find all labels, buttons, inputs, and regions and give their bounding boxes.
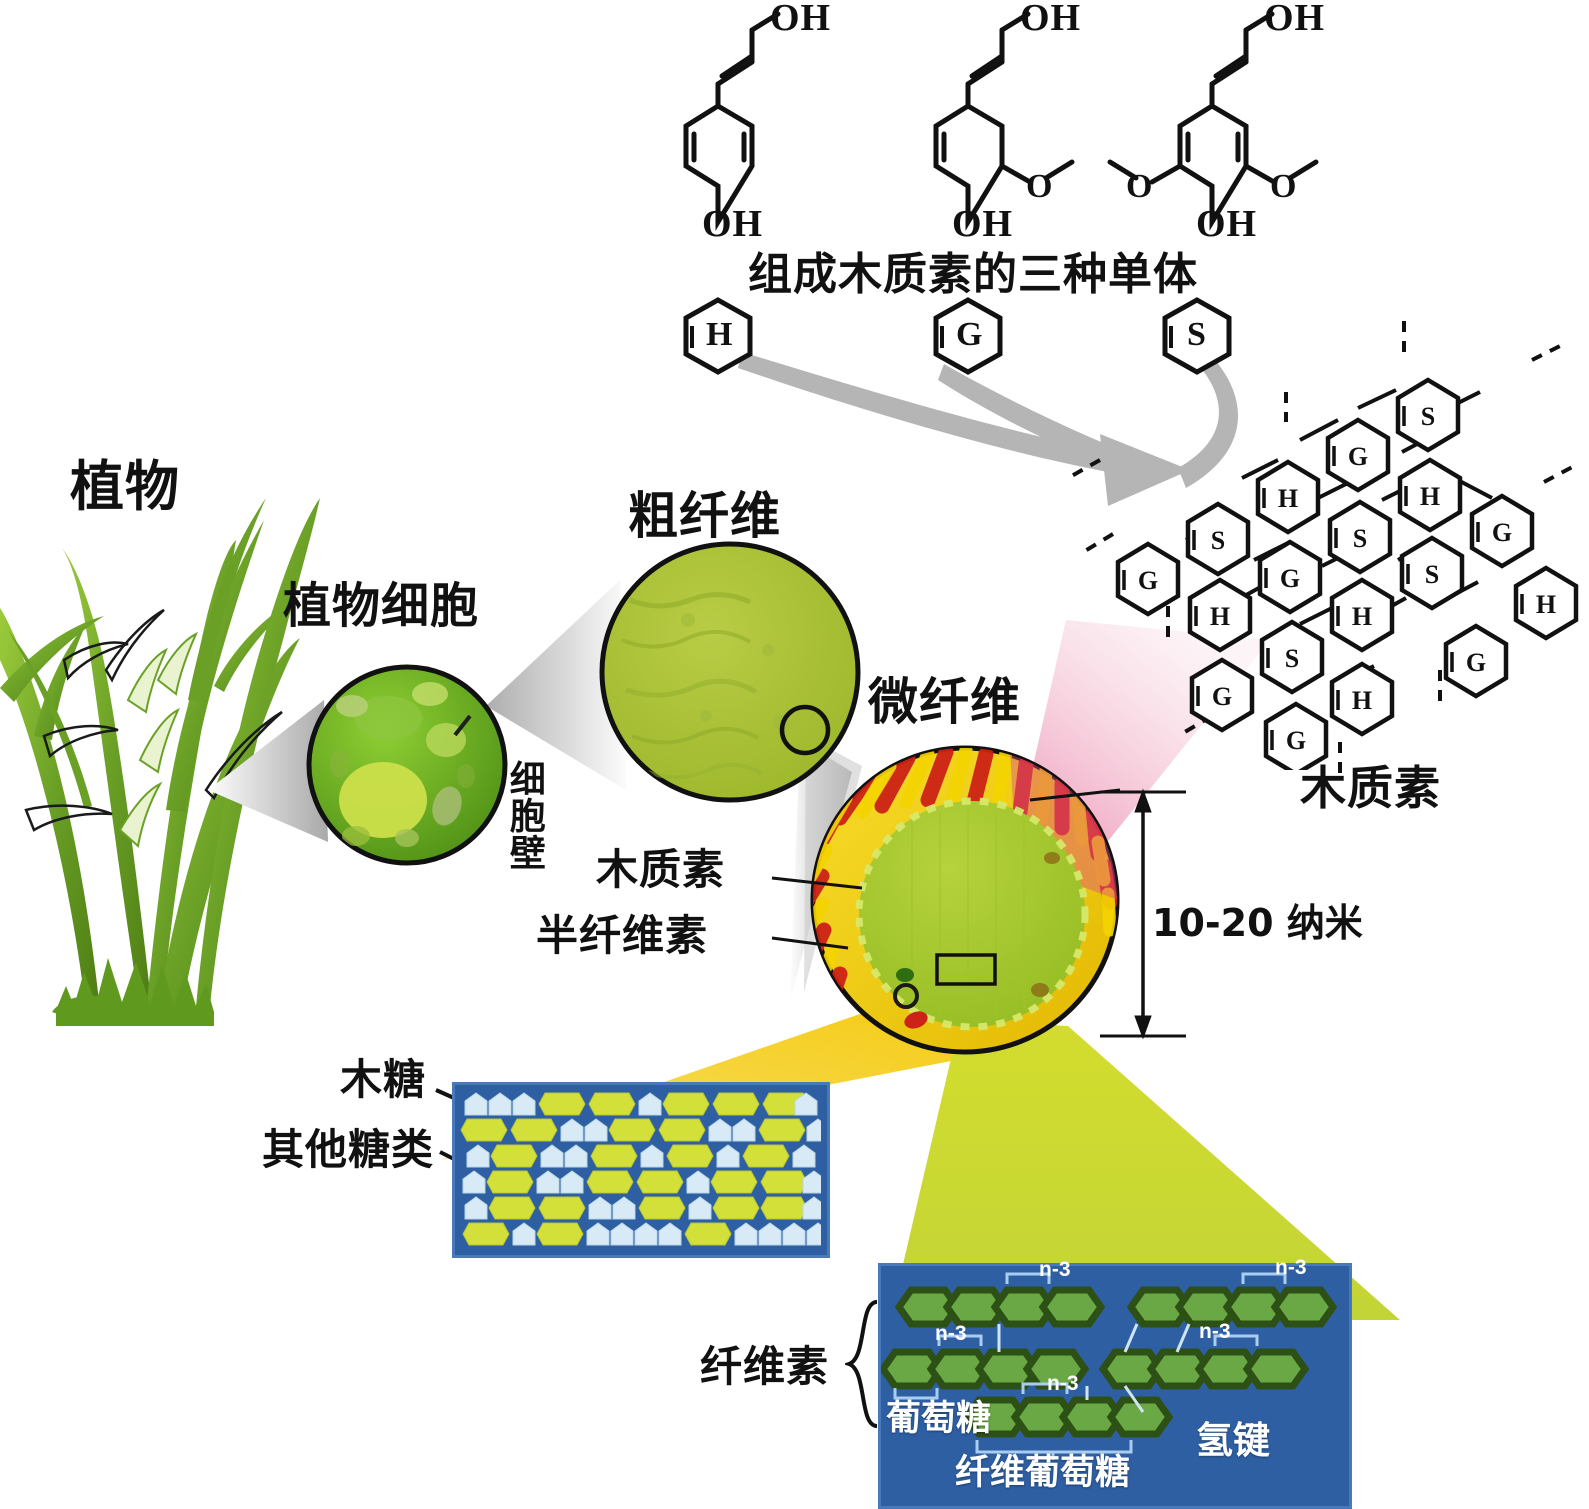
svg-text:S: S	[1211, 526, 1225, 555]
fiber-zoom-marker	[779, 704, 831, 756]
repeat-label-2: n-3	[1275, 1256, 1307, 1279]
coarse-fiber-circle	[599, 541, 861, 803]
oh-label-s-top: OH	[1264, 0, 1326, 39]
plant-cell-label: 植物细胞	[283, 578, 480, 634]
cellulose-label: 纤维素	[700, 1342, 830, 1391]
hemicellulose-panel	[452, 1082, 830, 1258]
xylose-label: 木糖	[340, 1055, 427, 1104]
coarse-fiber-label: 粗纤维	[628, 487, 781, 545]
hemicellulose-sugars	[460, 1092, 821, 1246]
plant-label: 植物	[70, 455, 180, 518]
repeat-label-4: n-3	[1199, 1320, 1231, 1343]
cone-cell-to-fiber	[486, 580, 626, 790]
cellobiose-label: 纤维葡萄糖	[955, 1453, 1131, 1493]
svg-text:G: G	[1466, 648, 1486, 677]
microfiber-label: 微纤维	[868, 673, 1021, 731]
svg-text:G: G	[1286, 726, 1306, 755]
svg-text:H: H	[1352, 686, 1372, 715]
svg-text:G: G	[1492, 518, 1512, 547]
cellulose-brace	[845, 1300, 878, 1428]
svg-text:G: G	[1348, 442, 1368, 471]
repeat-label-5: n-3	[1047, 1372, 1079, 1395]
hydrogen-bond-label: 氢键	[1196, 1419, 1270, 1462]
oh-label-h-bottom: OH	[702, 203, 764, 245]
repeat-label-1: n-3	[1039, 1258, 1071, 1281]
repeat-label-3: n-3	[935, 1322, 967, 1345]
svg-text:H: H	[1536, 590, 1556, 619]
svg-text:H: H	[1352, 602, 1372, 631]
hemicellulose-callout-label: 半纤维素	[536, 911, 709, 960]
glucose-label: 葡萄糖	[886, 1399, 992, 1439]
plant-illustration	[0, 498, 320, 1026]
unit-hexagon-g: G	[956, 316, 984, 353]
oh-label-h-top: OH	[770, 0, 832, 39]
assembly-arrows	[738, 352, 1239, 506]
microfibril-cross-section	[771, 745, 1121, 1055]
wedge-to-cellulose	[890, 1020, 1400, 1320]
core-zoom-marker	[935, 953, 997, 986]
svg-text:S: S	[1353, 524, 1367, 553]
monomer-caption: 组成木质素的三种单体	[748, 249, 1198, 300]
monomer-unit-hexagons	[683, 297, 1232, 375]
oh-label-g-top: OH	[1020, 0, 1082, 39]
svg-text:H: H	[1278, 484, 1298, 513]
svg-text:S: S	[1285, 644, 1299, 673]
cone-plant-to-cell	[208, 700, 328, 842]
svg-text:S: S	[1425, 560, 1439, 589]
monomer-structure-h	[683, 11, 781, 231]
svg-text:G: G	[1212, 682, 1232, 711]
svg-text:G: G	[1138, 566, 1158, 595]
unit-hexagon-s: S	[1187, 316, 1207, 353]
unit-hexagon-h: H	[706, 316, 734, 353]
plant-cell-circle	[306, 664, 508, 866]
monomer-structure-g	[933, 11, 1075, 231]
svg-text:H: H	[1210, 602, 1230, 631]
oh-label-g-bottom: OH	[952, 203, 1014, 245]
svg-text:H: H	[1420, 482, 1440, 511]
monomer-structure-s	[1107, 11, 1319, 231]
o-label-s-methoxy-right: O	[1270, 168, 1298, 205]
lignin-network-label: 木质素	[1300, 761, 1441, 815]
o-label-g-methoxy: O	[1026, 168, 1054, 205]
oh-label-s-bottom: OH	[1196, 203, 1258, 245]
svg-text:G: G	[1280, 564, 1300, 593]
svg-text:S: S	[1421, 402, 1435, 431]
scale-label: 10-20 纳米	[1152, 901, 1363, 945]
cellulose-chains	[881, 1272, 1343, 1460]
other-sugars-label: 其他糖类	[262, 1125, 435, 1174]
scale-bar	[1100, 788, 1186, 1040]
cell-wall-label: 细胞壁	[503, 760, 545, 871]
lignin-callout-label: 木质素	[596, 845, 726, 894]
lignin-hexagon-nodes: S G H H S S G	[1115, 377, 1579, 770]
cellulose-panel	[878, 1263, 1352, 1509]
o-label-s-methoxy-left: O	[1126, 168, 1154, 205]
